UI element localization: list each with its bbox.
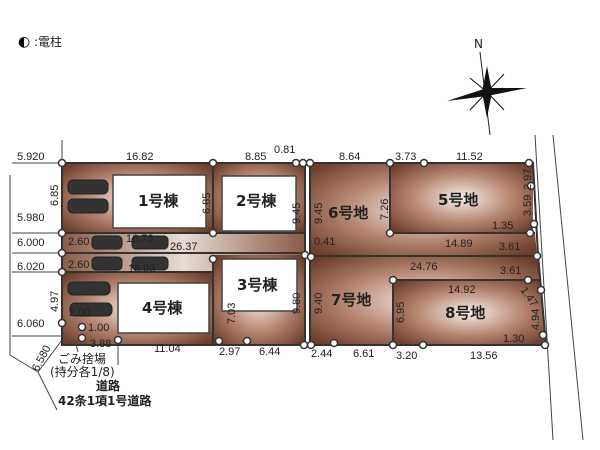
dimension: 9.45	[291, 203, 303, 224]
dimension: 1.30	[503, 333, 524, 345]
dimension: 11.52	[456, 151, 483, 163]
buildings	[112, 174, 298, 334]
boundary-markers	[57, 158, 550, 350]
building-4	[117, 282, 210, 334]
lot-label: 7号地	[331, 291, 371, 309]
dimension: 14.92	[448, 284, 476, 296]
road-type-label: 42条1項1号道路	[58, 393, 152, 408]
lot-label: 1号棟	[138, 192, 179, 210]
dimension: 6.85	[49, 185, 61, 206]
dimension: 16.73	[126, 233, 154, 245]
road-width-labels: 5.920 5.980 6.000 6.020 6.060 6.580	[17, 151, 54, 373]
dimension: 4.94	[530, 309, 542, 330]
parking-car-icons	[67, 179, 169, 317]
dimension: 3.61	[500, 265, 521, 277]
dimension: 6.44	[259, 346, 280, 358]
dimension: 2.44	[311, 348, 332, 360]
lot-label: 5号地	[438, 191, 478, 209]
dimension: 14.89	[445, 238, 473, 250]
dimension: 7.26	[379, 199, 391, 220]
dimension: 6.85	[201, 193, 213, 214]
building-2	[221, 175, 297, 232]
north-compass-icon: N	[447, 37, 527, 136]
dimension: 3.20	[396, 350, 417, 362]
dimension: 3.73	[395, 151, 416, 163]
dimension: 6.95	[395, 302, 407, 323]
dimension: 2.60	[68, 259, 89, 271]
dimension: 0.81	[274, 144, 295, 156]
roads	[9, 134, 584, 441]
dimension: 16.82	[126, 151, 154, 163]
dimension: 24.76	[410, 261, 438, 273]
dimension: 26.37	[170, 241, 198, 253]
lot-label: 4号棟	[142, 299, 183, 317]
lot-label: 3号棟	[237, 276, 278, 294]
road-width: 5.980	[17, 212, 45, 224]
dimension: 2.97	[219, 346, 240, 358]
dimension: 8.85	[245, 151, 266, 163]
legend: ◐ :電柱	[18, 34, 62, 50]
dimension: 9.80	[291, 293, 303, 314]
dimension: 1.35	[492, 220, 513, 232]
dimension: 2.97	[522, 169, 534, 190]
building-3	[221, 258, 298, 312]
lot-5	[390, 163, 533, 233]
lot-8	[393, 280, 546, 345]
road-label: 道路	[96, 378, 121, 393]
legend-text: :電柱	[34, 34, 62, 49]
garbage-area-label: ごみ捨場	[58, 351, 106, 366]
dimension: 2.60	[68, 236, 89, 248]
road-width: 6.060	[17, 318, 45, 330]
lot-label: 2号棟	[236, 192, 277, 210]
dimension: 6.61	[353, 348, 374, 360]
dimension: 11.04	[154, 343, 181, 355]
dimension: 3.61	[499, 241, 520, 253]
dimension: 9.40	[313, 293, 325, 314]
north-label: N	[474, 37, 483, 51]
lot-6	[310, 163, 537, 255]
share-label: (持分各1/8)	[50, 364, 115, 379]
building-1	[112, 174, 207, 229]
road-width: 6.000	[17, 237, 45, 249]
dimension: 7.03	[226, 303, 238, 324]
dimension: 1.00	[88, 322, 109, 334]
dimension: 3.88	[90, 338, 111, 350]
lot-labels: 1号棟 2号棟 3号棟 4号棟 5号地 6号地 7号地 8号地	[138, 191, 485, 322]
road-width: 5.920	[17, 151, 45, 163]
road-width: 6.020	[17, 261, 45, 273]
lot-label: 8号地	[445, 304, 485, 322]
dimension: 4.97	[49, 291, 61, 312]
dimension: 8.64	[339, 151, 360, 163]
dimension: 3.59	[522, 195, 534, 216]
dimension: 13.56	[470, 350, 498, 362]
utility-pole-icon: ◐	[18, 34, 30, 50]
notes: ごみ捨場 (持分各1/8) 道路 42条1項1号道路	[50, 339, 152, 408]
dimension: 9.45	[313, 203, 325, 224]
dimension: 16.93	[128, 263, 156, 275]
lot-label: 6号地	[328, 204, 368, 222]
dimension: 0.41	[314, 236, 335, 248]
dimension-labels: 16.82 8.85 0.81 8.64 3.73 11.52 6.85 6.8…	[49, 144, 542, 362]
dimension: 2.00	[69, 307, 90, 319]
